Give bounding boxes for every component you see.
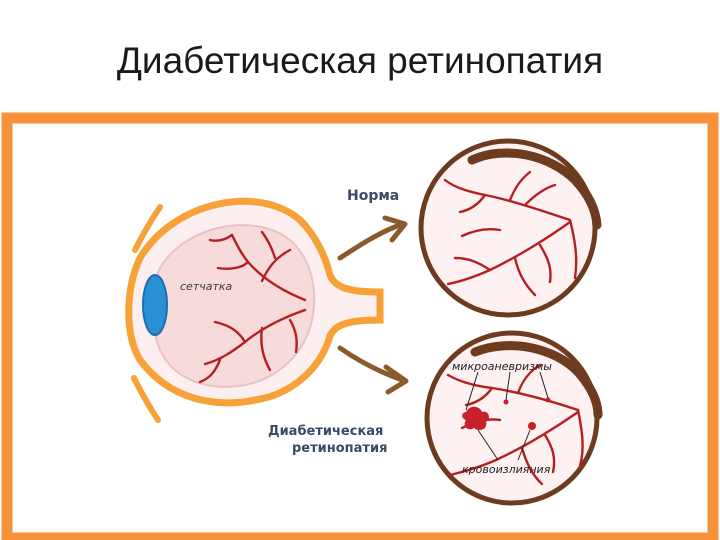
arrow-to-normal xyxy=(337,215,408,261)
diabetic-fundus: микроаневризмы кровоизлияния xyxy=(424,330,603,506)
microaneurysm-dot xyxy=(545,397,551,403)
label-hemorrhages: кровоизлияния xyxy=(462,463,551,476)
arrow-to-diabetic xyxy=(337,345,409,395)
normal-fundus xyxy=(418,138,602,318)
normal-fundus-circle xyxy=(418,138,598,318)
normal-fundus-vessels xyxy=(443,170,578,297)
label-microaneurysms: микроаневризмы xyxy=(452,360,552,373)
lower-eyelid xyxy=(131,375,161,423)
label-normal: Норма xyxy=(347,188,399,204)
normal-fundus-rim xyxy=(467,148,602,230)
label-retina: сетчатка xyxy=(180,280,233,293)
eye-cross-section: сетчатка xyxy=(125,197,384,423)
microaneurysm-dot xyxy=(528,422,536,430)
eye-vessels xyxy=(198,230,307,384)
microaneurysm-dot xyxy=(503,399,509,405)
lens xyxy=(142,274,168,336)
retina xyxy=(151,224,316,388)
diabetic-fundus-rim xyxy=(470,341,603,420)
orange-frame xyxy=(1,112,719,540)
slide-title: Диабетическая ретинопатия xyxy=(116,40,604,81)
diabetic-fundus-circle xyxy=(424,330,600,506)
label-diabetic-line2: ретинопатия xyxy=(292,441,387,456)
label-diabetic-line1: Диабетическая xyxy=(268,424,383,439)
pointer-lines xyxy=(465,371,549,461)
hemorrhage-blot xyxy=(462,406,489,430)
diabetic-fundus-vessels xyxy=(446,363,584,486)
upper-eyelid xyxy=(132,204,163,253)
